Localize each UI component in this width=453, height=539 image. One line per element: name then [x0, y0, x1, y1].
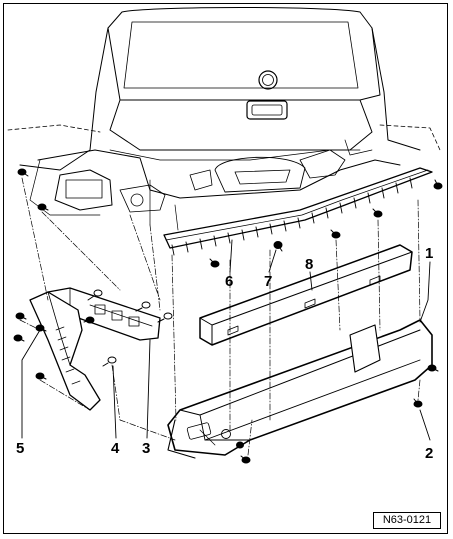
side-mounting-bracket	[29, 291, 101, 411]
leader-lines	[21, 239, 431, 441]
impact-absorber	[199, 244, 413, 346]
leader-5	[21, 329, 41, 439]
callout-7: 7	[264, 273, 273, 290]
figure-frame	[3, 3, 448, 534]
leader-4	[112, 365, 117, 439]
bracket-guide	[47, 287, 161, 341]
callout-6: 6	[225, 273, 234, 290]
screw	[330, 229, 341, 239]
screw	[83, 316, 95, 324]
vehicle-rear-outline	[7, 7, 441, 231]
screw	[433, 179, 443, 190]
leader-8	[309, 271, 313, 291]
callout-4: 4	[111, 440, 120, 457]
callout-5: 5	[16, 440, 25, 457]
screw	[35, 372, 47, 380]
assembly-lines	[19, 177, 421, 456]
leader-6	[229, 239, 233, 273]
callout-2: 2	[425, 445, 434, 462]
bumper-guide-strip	[163, 167, 433, 256]
leader-3	[146, 339, 151, 439]
screw	[37, 203, 49, 211]
leader-7	[268, 249, 277, 273]
screw	[413, 398, 423, 408]
callout-1: 1	[425, 245, 434, 262]
callout-3: 3	[142, 440, 151, 457]
screw	[15, 312, 27, 320]
screw	[273, 241, 283, 252]
screw	[135, 301, 151, 312]
screw	[13, 334, 25, 342]
screw	[240, 455, 251, 464]
screw	[102, 356, 117, 367]
screw	[372, 208, 383, 218]
screw	[17, 168, 29, 177]
screw	[209, 258, 220, 268]
leader-2	[419, 409, 431, 441]
screw	[427, 364, 439, 372]
bumper-cover	[167, 319, 433, 459]
screw	[35, 324, 47, 332]
screw	[157, 312, 173, 323]
screw	[87, 289, 103, 301]
fasteners	[13, 168, 443, 464]
leader-1	[419, 261, 431, 323]
callout-8: 8	[305, 256, 314, 273]
screw	[236, 441, 244, 449]
figure-reference-code: N63-0121	[373, 512, 441, 529]
